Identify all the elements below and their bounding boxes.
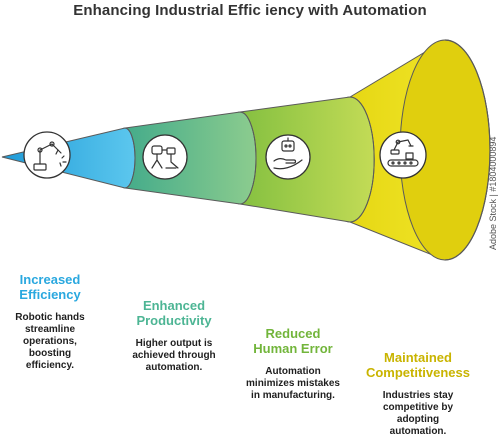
- step-heading: Increased Efficiency: [4, 272, 96, 302]
- description-line: automation.: [389, 426, 447, 437]
- stock-watermark: Adobe Stock | #1804000894: [488, 136, 498, 250]
- step-increased-efficiency: Increased Efficiency Robotic hands strea…: [4, 272, 96, 372]
- description-line: operations, boosting: [23, 336, 77, 359]
- description-line: Robotic hands: [15, 312, 85, 323]
- heading-line: Competitiveness: [365, 365, 471, 380]
- heading-line: Human Error: [253, 341, 333, 356]
- step-reduced-human-error: Reduced Human Error Automation minimizes…: [238, 326, 348, 402]
- heading-line: Enhanced: [142, 298, 206, 313]
- robotic-arm-icon: [23, 131, 71, 179]
- description-line: streamline: [24, 324, 76, 335]
- description-line: efficiency.: [25, 360, 75, 371]
- description-line: in manufacturing.: [251, 390, 335, 401]
- heading-line: Productivity: [136, 313, 212, 328]
- heading-line: Efficiency: [19, 287, 81, 302]
- step-description: Robotic hands streamline operations, boo…: [4, 312, 96, 372]
- heading-line: Maintained: [384, 350, 452, 365]
- step-description: Higher output is achieved through automa…: [118, 338, 230, 374]
- heading-line: Increased: [19, 272, 81, 287]
- description-line: adopting: [396, 414, 440, 425]
- step-heading: Reduced Human Error: [238, 326, 348, 356]
- description-line: competitive by: [382, 402, 454, 413]
- description-line: achieved through: [132, 350, 216, 361]
- heading-line: Reduced: [265, 326, 321, 341]
- conveyor-arm-icon: [379, 131, 427, 179]
- description-line: Higher output is: [135, 338, 213, 349]
- robot-operator-icon: [142, 134, 188, 180]
- description-line: Automation: [265, 366, 321, 377]
- description-line: Industries stay: [382, 390, 454, 401]
- description-line: minimizes mistakes: [246, 378, 340, 389]
- step-maintained-competitiveness: Maintained Competitiveness Industries st…: [358, 350, 478, 438]
- step-heading: Enhanced Productivity: [118, 298, 230, 328]
- description-line: automation.: [145, 362, 203, 373]
- step-enhanced-productivity: Enhanced Productivity Higher output is a…: [118, 298, 230, 374]
- funnel-diagram: [1, 39, 491, 261]
- step-description: Industries stay competitive by adopting …: [358, 390, 478, 438]
- step-heading: Maintained Competitiveness: [358, 350, 478, 380]
- step-description: Automation minimizes mistakes in manufac…: [238, 366, 348, 402]
- robot-hand-icon: [265, 134, 311, 180]
- page-title: Enhancing Industrial Effic iency with Au…: [73, 2, 427, 19]
